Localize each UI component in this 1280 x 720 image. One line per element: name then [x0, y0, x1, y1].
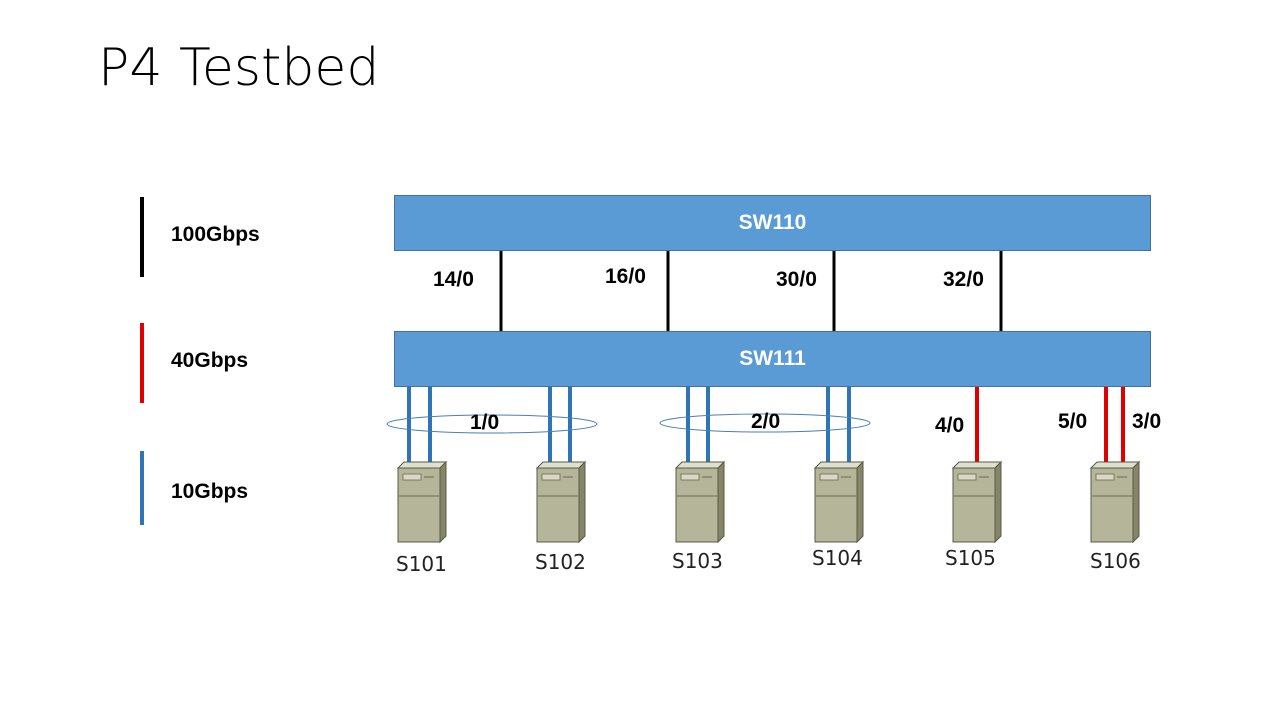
legend-line-100g [140, 197, 144, 277]
legend-line-40g [140, 323, 144, 403]
bundle-ellipse-1 [386, 414, 598, 434]
port-label: 5/0 [1058, 410, 1088, 433]
legend-label-10g: 10Gbps [171, 480, 249, 503]
server-icon [814, 461, 864, 543]
server-icon [397, 461, 447, 543]
server-label: S105 [945, 546, 996, 570]
legend-label-100g: 100Gbps [171, 223, 260, 246]
legend-label-40g: 40Gbps [171, 349, 249, 372]
switch-sw111: SW111 [394, 331, 1151, 387]
server-label: S106 [1090, 549, 1141, 573]
port-label: 32/0 [943, 268, 984, 291]
legend-line-10g [140, 451, 144, 525]
port-label: 1/0 [470, 411, 500, 434]
links-10g [407, 387, 851, 464]
server-icon [1090, 461, 1140, 543]
server-icon [952, 461, 1002, 543]
port-label: 4/0 [935, 414, 965, 437]
links-40g [975, 387, 1125, 464]
server-label: S104 [812, 546, 863, 570]
uplinks-100g [499, 251, 1003, 331]
page-title: P4 Testbed [98, 38, 380, 98]
port-label: 2/0 [751, 410, 781, 433]
server-icon [536, 461, 586, 543]
port-label: 14/0 [433, 268, 474, 291]
server-label: S103 [672, 549, 723, 573]
port-label: 3/0 [1132, 410, 1162, 433]
port-label: 30/0 [776, 268, 817, 291]
switch-sw110: SW110 [394, 195, 1151, 251]
server-icon [675, 461, 725, 543]
bundle-ellipse-2 [659, 413, 871, 433]
port-label: 16/0 [605, 265, 646, 288]
server-label: S101 [396, 552, 447, 576]
server-label: S102 [535, 550, 586, 574]
